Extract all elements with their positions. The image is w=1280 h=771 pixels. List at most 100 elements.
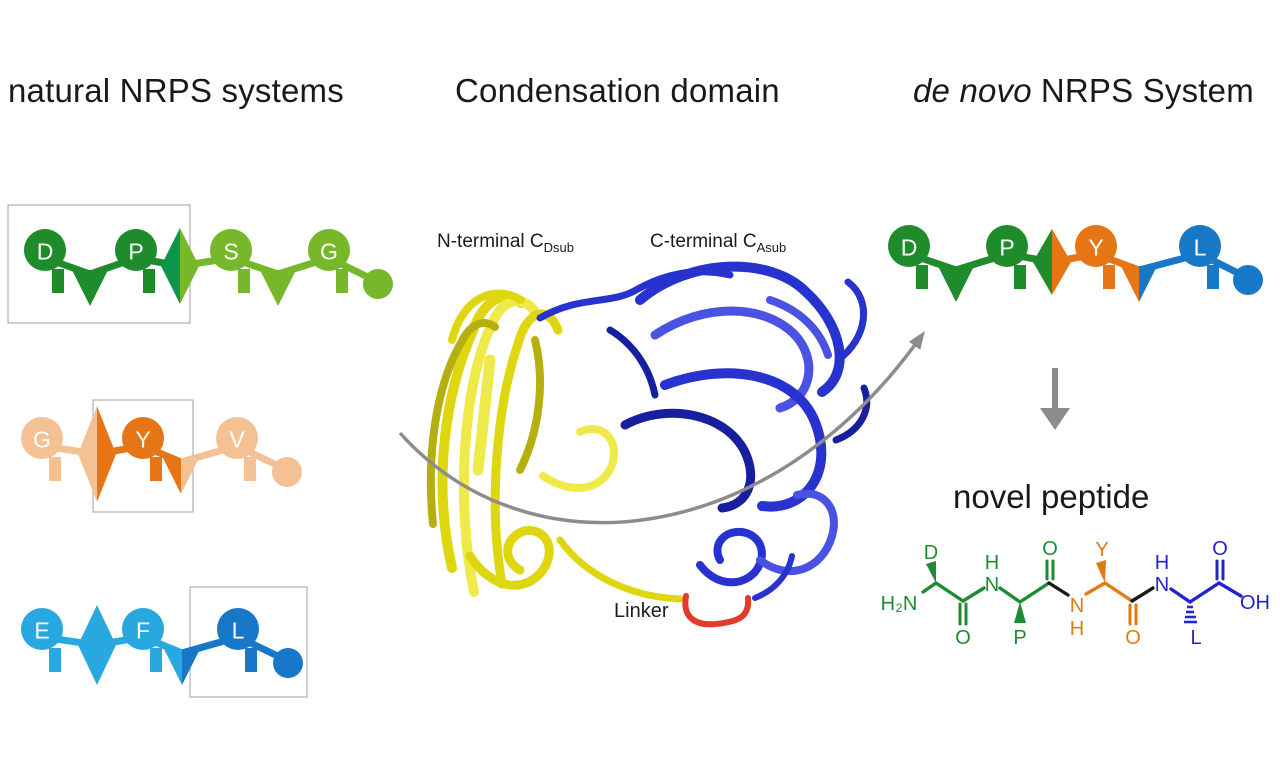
peptide-bond [1188,581,1221,604]
condensation-domain-triangle [278,270,296,306]
adenylation-domain-letter: E [34,617,49,643]
peptide-bond [961,586,986,603]
peptide-bond [1047,581,1070,597]
c-terminal-subdomain-ribbon [660,368,827,512]
condensation-domain-triangle [164,649,182,685]
n-terminal-subdomain-ribbon [556,536,684,603]
epimerization-domain-diamond [161,228,180,304]
adenylation-domain-circle [1075,225,1117,267]
condensation-domain-triangle [182,649,200,685]
peptide-atom-label: L [1190,627,1201,649]
condensation-domain-triangle [938,266,956,302]
condensation-domain-triangle [1121,266,1139,302]
peptide-bond [998,586,1022,604]
peptide-bond [921,581,938,594]
condensation-domain-triangle [72,270,90,306]
n-terminal-subdomain-ribbon [516,336,544,474]
peptide-bond [1103,581,1134,603]
peptide-bond [1130,586,1155,603]
pcp-domain-rect [143,269,155,293]
adenylation-domain-circle [216,417,258,459]
adenylation-domain-letter: V [229,426,245,452]
peptide-atom-label: O [1125,627,1141,649]
adenylation-domain-circle [986,225,1028,267]
te-domain-circle [363,269,393,299]
adenylation-domain-letter: L [1194,234,1207,260]
condensation-domain-triangle [1139,266,1157,302]
c-terminal-subdomain-ribbon [696,527,766,587]
pcp-domain-rect [150,457,162,481]
te-domain-circle [272,457,302,487]
adenylation-domain-circle [122,417,164,459]
adenylation-domain-letter: F [136,617,150,643]
adenylation-domain-circle [21,417,63,459]
recombination-arrow [398,331,925,525]
peptide-bond [1084,581,1107,596]
peptide-atom-label: O [955,627,971,649]
pcp-domain-rect [916,265,928,289]
pcp-domain-rect [1103,265,1115,289]
adenylation-domain-circle [217,608,259,650]
adenylation-domain-letter: D [37,238,54,264]
down-arrow-head [1040,408,1070,430]
adenylation-domain-letter: G [320,238,338,264]
c-terminal-subdomain-ribbon [620,408,756,513]
pcp-domain-rect [238,269,250,293]
stereo-wedge-bond [926,561,936,583]
condensation-domain-triangle [956,266,974,302]
n-terminal-subdomain-ribbon [448,289,525,344]
label-n-terminal: N-terminal CDsub [437,231,574,255]
peptide-atom-label: O [1042,538,1058,560]
condensation-domain-triangle [181,458,199,494]
adenylation-domain-circle [115,229,157,271]
title-natural-nrps: natural NRPS systems [8,72,344,109]
title-de-novo-italic: de novo [913,72,1032,109]
n-terminal-subdomain-ribbon [472,354,496,476]
peptide-atom-label: H [1070,618,1084,640]
adenylation-domain-letter: D [901,234,918,260]
adenylation-domain-circle [1179,225,1221,267]
c-terminal-subdomain-ribbon [766,296,832,359]
curved-arrow-shaft [398,333,924,525]
peptide-atom-label: H₂N [881,593,918,615]
linker-loop [682,593,752,628]
epimerization-domain-diamond [180,228,199,304]
title-condensation-domain: Condensation domain [455,72,780,109]
peptide-atom-label: N [1155,574,1169,596]
adenylation-domain-letter: S [223,238,238,264]
down-arrow [1040,368,1070,430]
epimerization-domain-diamond [78,406,97,502]
n-terminal-subdomain-ribbon [465,526,554,590]
peptide-bond [934,581,965,603]
peptide-atom-label: N [1070,595,1084,617]
adenylation-domain-circle [122,608,164,650]
te-domain-circle [273,648,303,678]
adenylation-domain-letter: Y [135,426,150,452]
n-terminal-subdomain-ribbon [426,319,499,528]
label-c-terminal: C-terminal CAsub [650,231,787,255]
te-domain-circle [1233,265,1263,295]
epimerization-domain-diamond [78,605,97,685]
pcp-domain-rect [150,648,162,672]
peptide-atom-label: Y [1095,539,1108,561]
pcp-domain-rect [1014,265,1026,289]
pcp-domain-rect [49,457,61,481]
adenylation-domain-letter: P [128,238,143,264]
adenylation-domain-letter: L [232,617,245,643]
novel-peptide-title: novel peptide [953,478,1150,515]
epimerization-domain-diamond [1033,229,1052,295]
adenylation-domain-letter: G [33,426,51,452]
peptide-bond [1217,581,1243,598]
condensation-domain-triangle [90,270,108,306]
adenylation-domain-circle [21,608,63,650]
peptide-atom-label: N [985,574,999,596]
pcp-domain-rect [1207,265,1219,289]
adenylation-domain-letter: P [999,234,1014,260]
